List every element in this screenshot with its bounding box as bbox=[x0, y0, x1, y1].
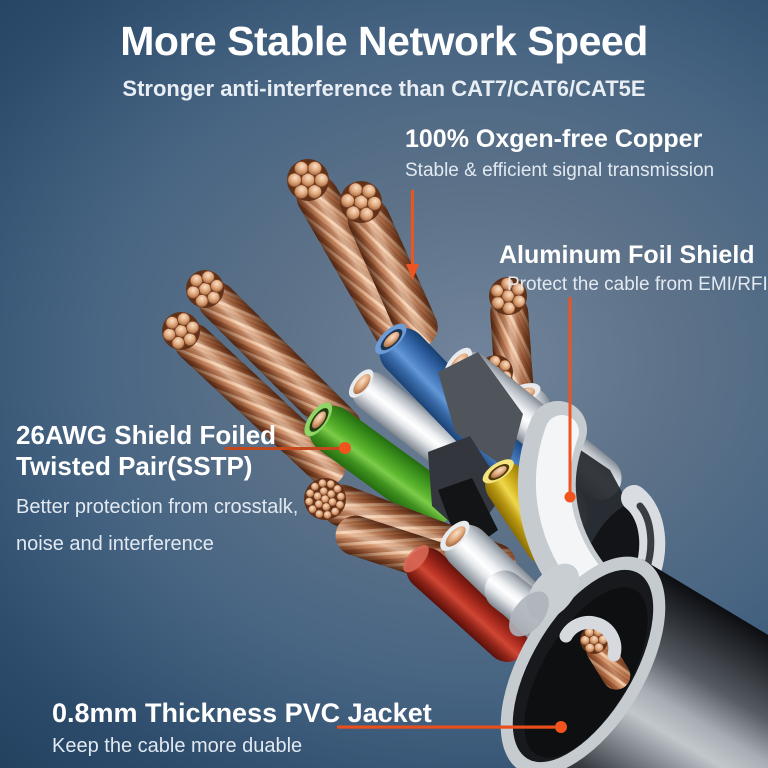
header: More Stable Network Speed Stronger anti-… bbox=[0, 18, 768, 102]
foil-arch-over-stub bbox=[559, 615, 622, 662]
callout-line-jacket bbox=[337, 721, 567, 733]
page-title: More Stable Network Speed bbox=[120, 18, 648, 64]
callout-arrow-copper bbox=[406, 264, 419, 280]
callout-twisted-pair-description-line1: Better protection from crosstalk, bbox=[16, 496, 299, 518]
callout-line-pair bbox=[225, 442, 351, 454]
callout-dot-foil bbox=[564, 491, 576, 503]
callout-foil-title: Aluminum Foil Shield bbox=[499, 241, 755, 269]
callout-copper-description: Stable & efficient signal transmission bbox=[405, 159, 715, 181]
page-subtitle: Stronger anti-interference than CAT7/CAT… bbox=[122, 76, 646, 101]
cross-spline-upper bbox=[438, 352, 523, 470]
copper-strand-left-2 bbox=[153, 303, 346, 486]
aluminum-foil-band-highlight bbox=[536, 415, 611, 603]
callout-dot-jacket bbox=[555, 721, 567, 733]
callout-copper: 100% Oxgen-free Copper Stable & efficien… bbox=[405, 125, 714, 183]
callout-copper-title: 100% Oxgen-free Copper bbox=[405, 125, 703, 153]
copper-strand-center-2 bbox=[332, 173, 438, 349]
callout-foil: Aluminum Foil Shield Protect the cable f… bbox=[499, 241, 768, 297]
callout-line-foil bbox=[564, 297, 576, 503]
callout-foil-description: Protect the cable from EMI/RFI bbox=[507, 273, 768, 295]
cavity-copper-stub bbox=[574, 620, 631, 690]
red-wire bbox=[403, 544, 529, 662]
copper-strand-left-1 bbox=[177, 261, 362, 446]
pvc-jacket bbox=[500, 556, 768, 768]
callout-jacket-description: Keep the cable more duable bbox=[52, 735, 303, 758]
callout-line-copper bbox=[406, 190, 419, 280]
callout-twisted-pair: 26AWG Shield Foiled Twisted Pair(SSTP) B… bbox=[16, 420, 298, 556]
callout-jacket: 0.8mm Thickness PVC Jacket Keep the cabl… bbox=[52, 698, 432, 758]
callout-twisted-pair-title-line2: Twisted Pair(SSTP) bbox=[16, 451, 253, 481]
callout-twisted-pair-description-line2: noise and interference bbox=[16, 533, 214, 555]
green-wire bbox=[304, 402, 456, 526]
cavity-wire-end-2 bbox=[509, 591, 549, 637]
callout-jacket-title: 0.8mm Thickness PVC Jacket bbox=[52, 698, 432, 728]
callout-dot-pair bbox=[339, 442, 351, 454]
callout-twisted-pair-title-line1: 26AWG Shield Foiled bbox=[16, 420, 277, 450]
